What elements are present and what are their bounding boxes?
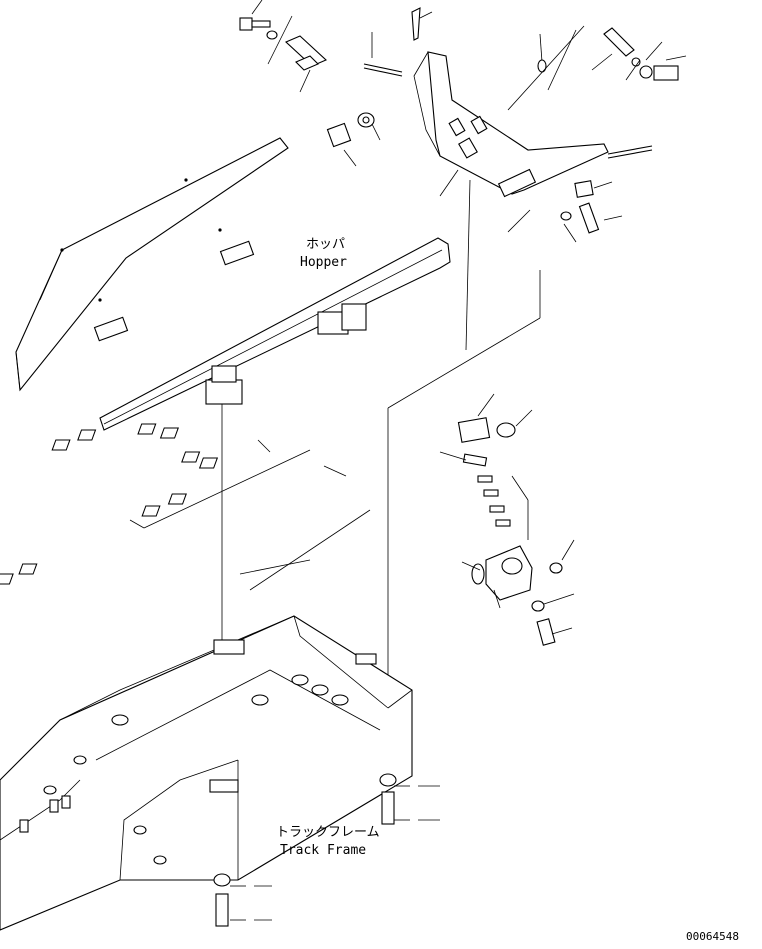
right-bolt-stack [379, 773, 440, 825]
hopper-lid [15, 137, 289, 392]
bracket-right-parts [439, 145, 653, 243]
wedge-pin [411, 7, 433, 41]
mount-assembly [439, 393, 575, 646]
pin-shaft [285, 35, 327, 93]
hopper-label-jp: ホッパ [306, 237, 345, 252]
track-frame-label-jp: トラックフレーム [276, 825, 380, 840]
track-frame [0, 615, 413, 931]
bolt-washer-center [326, 112, 381, 167]
rod [363, 32, 403, 77]
shim-plates [0, 423, 371, 591]
hopper-beam [99, 237, 451, 431]
bottom-bolt-stack [213, 873, 272, 927]
hopper-label-en: Hopper [300, 255, 347, 270]
hopper-label: ホッパ Hopper [300, 237, 347, 270]
track-frame-label: トラックフレーム Track Frame [276, 825, 380, 858]
bracket-plate [413, 33, 609, 198]
drawing-number: 00064548 [686, 930, 739, 943]
track-frame-label-en: Track Frame [280, 843, 366, 858]
top-left-bolt [239, 0, 293, 65]
top-right-pin [591, 27, 687, 81]
